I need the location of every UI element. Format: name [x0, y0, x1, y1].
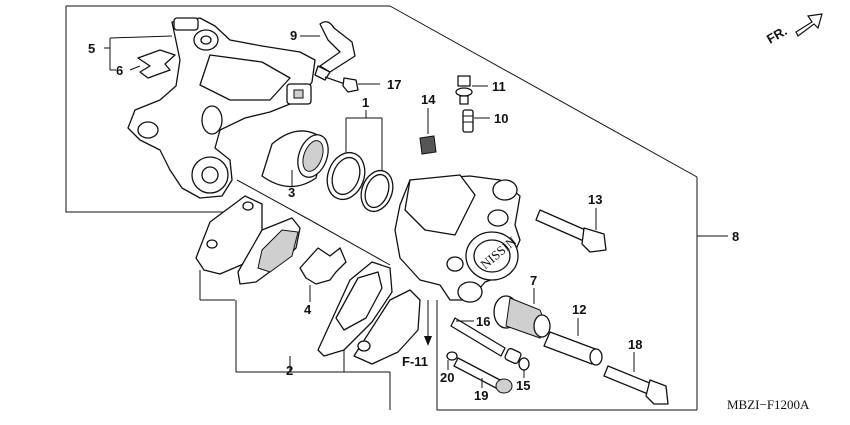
callout-15: 15 — [516, 378, 530, 393]
callout-12: 12 — [572, 302, 586, 317]
callout-11: 11 — [492, 79, 506, 94]
callout-13: 13 — [588, 192, 602, 207]
bolt-18 — [603, 365, 669, 405]
caliper-bracket — [127, 17, 316, 199]
front-arrow-icon — [795, 13, 823, 37]
caliper-body: NISSIN — [394, 174, 521, 303]
pad-spring — [299, 247, 347, 285]
callout-10: 10 — [494, 111, 508, 126]
sleeve-12 — [543, 331, 603, 366]
callout-8: 8 — [732, 229, 739, 244]
leader-lines — [104, 35, 635, 388]
callout-19: 19 — [474, 388, 488, 403]
bleeder-parts — [419, 75, 474, 155]
reference-code: MBZI−F1200A — [727, 397, 810, 412]
pin-bolt-13 — [535, 209, 607, 253]
boot-part — [137, 49, 176, 79]
callout-9: 9 — [290, 28, 297, 43]
callout-14: 14 — [421, 92, 436, 107]
callout-4: 4 — [304, 302, 312, 317]
piston-seals — [326, 151, 394, 213]
callout-7: 7 — [530, 273, 537, 288]
small-hardware — [446, 317, 530, 394]
front-direction-label: FR. — [764, 23, 790, 46]
bolt-17 — [324, 76, 359, 93]
section-ref-label: F-11 — [402, 354, 428, 369]
callout-18: 18 — [628, 337, 642, 352]
boot-7 — [493, 295, 551, 339]
brake-pads — [195, 195, 421, 365]
callout-2: 2 — [286, 363, 293, 378]
piston — [261, 130, 329, 188]
callout-16: 16 — [476, 314, 490, 329]
callout-20: 20 — [440, 370, 454, 385]
callout-6: 6 — [116, 63, 123, 78]
callout-3: 3 — [288, 185, 295, 200]
front-direction-indicator: FR. — [764, 13, 823, 47]
callout-5: 5 — [88, 41, 95, 56]
pad-retainer-clip — [314, 21, 356, 81]
callout-17: 17 — [387, 77, 401, 92]
callout-1: 1 — [362, 95, 369, 110]
callout-labels: 5 6 9 17 1 3 14 11 10 13 8 7 12 18 16 15… — [88, 28, 739, 403]
